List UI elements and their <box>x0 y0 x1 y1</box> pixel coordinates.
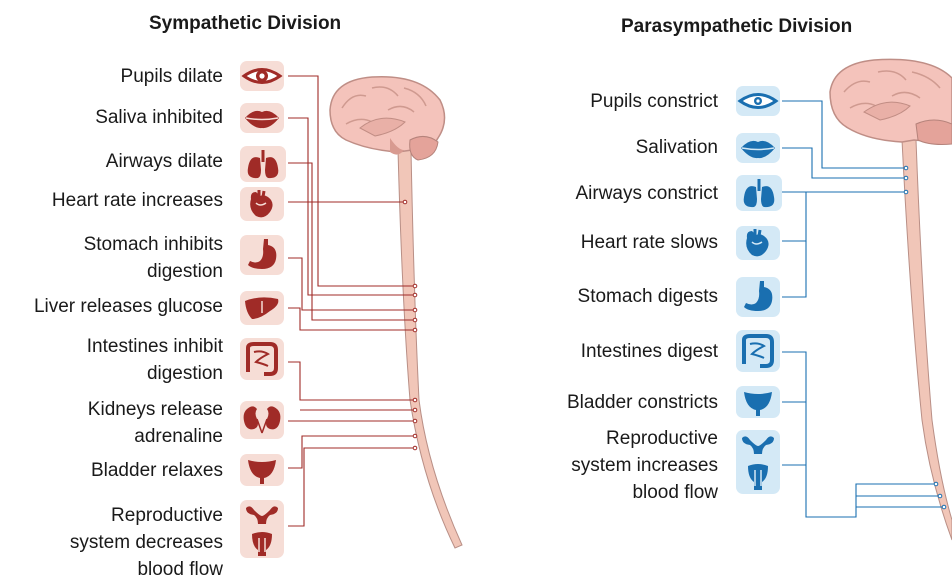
sympathetic-label-pupils: Pupils dilate <box>121 63 223 90</box>
heart-icon <box>240 187 284 221</box>
parasympathetic-label-bladder: Bladder constricts <box>567 389 718 416</box>
reproductive-system-icon <box>240 500 284 558</box>
bladder-icon <box>240 454 284 486</box>
heart-icon <box>736 226 780 260</box>
sympathetic-label-heart: Heart rate increases <box>52 187 223 214</box>
sympathetic-spinal-cord <box>398 150 462 548</box>
parasympathetic-label-stomach: Stomach digests <box>578 283 718 310</box>
parasympathetic-label-salivation: Salivation <box>636 134 718 161</box>
sympathetic-label-liver: Liver releases glucose <box>34 293 223 320</box>
eye-icon <box>240 61 284 91</box>
parasympathetic-label-pupils: Pupils constrict <box>590 88 718 115</box>
sympathetic-brain-illustration <box>330 77 445 160</box>
stomach-icon <box>240 235 284 275</box>
parasympathetic-label-intestines: Intestines digest <box>581 338 718 365</box>
parasympathetic-label-heart: Heart rate slows <box>581 229 718 256</box>
lungs-icon <box>736 175 782 211</box>
sympathetic-label-saliva: Saliva inhibited <box>95 104 223 131</box>
parasympathetic-label-airways: Airways constrict <box>575 180 718 207</box>
liver-icon <box>240 291 284 325</box>
stomach-icon <box>736 277 780 317</box>
bladder-icon <box>736 386 780 418</box>
sympathetic-label-airways: Airways dilate <box>106 148 223 175</box>
kidneys-icon <box>240 401 284 439</box>
lips-icon <box>736 133 780 163</box>
lungs-icon <box>240 146 286 182</box>
eye-icon <box>736 86 780 116</box>
intestines-icon <box>240 338 284 380</box>
lips-icon <box>240 103 284 133</box>
sympathetic-label-bladder: Bladder relaxes <box>91 457 223 484</box>
intestines-icon <box>736 330 780 372</box>
parasympathetic-spinal-cord <box>902 140 952 540</box>
parasympathetic-brain-illustration <box>830 59 952 144</box>
reproductive-system-icon <box>736 430 780 494</box>
